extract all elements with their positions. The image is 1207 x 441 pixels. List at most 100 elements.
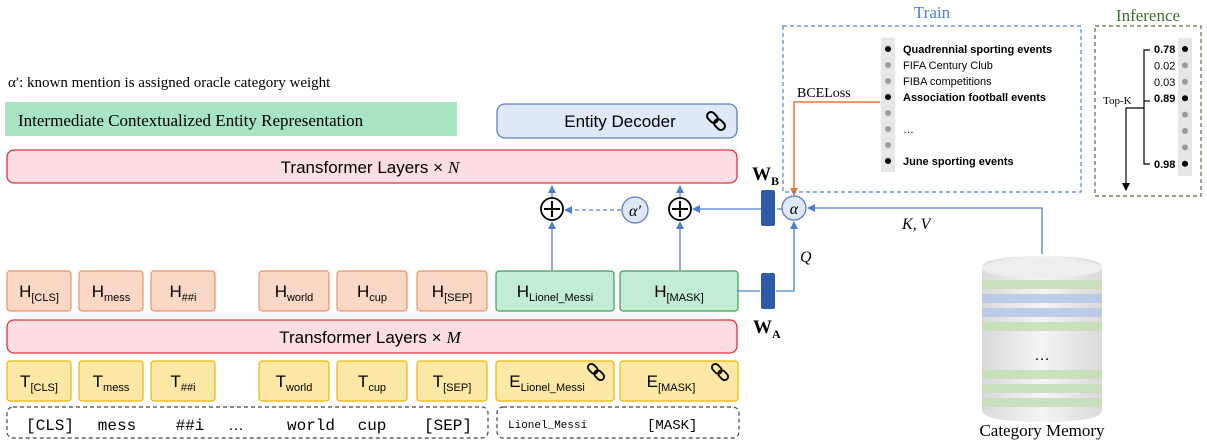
train-dot (885, 62, 891, 68)
category-memory: … (982, 256, 1102, 422)
transformer-top (6, 149, 738, 184)
input-word: world (287, 417, 335, 435)
train-dot (885, 110, 891, 116)
inference-column (1178, 38, 1192, 176)
inference-dot (1182, 144, 1188, 151)
embed-token-5: T[SEP] (416, 360, 488, 402)
input-word: cup (358, 417, 387, 435)
input-word: [CLS] (26, 417, 74, 435)
input-word: ##i (176, 417, 205, 435)
embed-token-label: Tworld (276, 372, 313, 394)
train-title: Train (914, 3, 951, 22)
input-word: [SEP] (424, 417, 472, 435)
entity-decoder-box (496, 103, 738, 139)
intermediate-legend-box (5, 102, 457, 136)
inference-score-list: 0.78 0.02 0.03 0.89 0.98 (1154, 44, 1188, 171)
hidden-token-4: Hcup (336, 270, 408, 312)
memory-ellipsis: … (1034, 347, 1050, 364)
alpha-label: α (790, 201, 799, 218)
embed-token-6: ELionel_Messi (495, 360, 615, 402)
embed-token-label: Tmess (93, 372, 130, 394)
bce-arrow (790, 101, 880, 196)
hidden-token-label: Hmess (92, 282, 131, 304)
hidden-token-label: Hworld (275, 282, 314, 304)
train-dot (885, 126, 891, 132)
entity-word-lionel: Lionel_Messi (508, 420, 588, 432)
inference-title: Inference (1116, 6, 1180, 25)
embed-token-label: T[SEP] (433, 372, 472, 394)
hidden-token-6: HLionel_Messi (495, 270, 615, 312)
inference-dot (1182, 160, 1188, 167)
train-dot (885, 46, 891, 52)
transformer-bottom (6, 319, 738, 354)
embed-token-label: T[CLS] (20, 372, 58, 394)
hidden-token-7: H[MASK] (619, 270, 739, 312)
input-word: mess (98, 417, 136, 435)
plus-node-left (540, 197, 564, 221)
hidden-token-label: H[CLS] (19, 282, 59, 304)
wb-label: WB (752, 164, 779, 188)
hidden-token-5: H[SEP] (416, 270, 488, 312)
wa-label: WA (753, 317, 781, 341)
plus-node-right (668, 197, 692, 221)
entity-decoder-label: Entity Decoder (564, 112, 676, 131)
hidden-token-row: H[CLS] Hmess H##i Hworld Hcup H[SEP] HLionel_M… (6, 270, 739, 312)
train-category: FIBA competitions (903, 76, 992, 88)
train-column (881, 38, 895, 172)
transformer-top-label: Transformer Layers ×N (281, 158, 461, 177)
wa-bar (761, 273, 775, 309)
link-icon (587, 363, 605, 381)
embed-token-7: E[MASK] (619, 360, 739, 402)
train-dot (885, 94, 891, 100)
inference-score: 0.98 (1154, 159, 1175, 171)
embed-token-label: ELionel_Messi (509, 372, 585, 394)
train-dot (885, 158, 891, 164)
alpha-prime-label: α′ (629, 203, 641, 220)
inference-dot (1182, 111, 1188, 118)
train-dot (885, 142, 891, 148)
hidden-token-2: H##i (150, 270, 216, 312)
train-dot (885, 78, 891, 84)
embed-token-1: Tmess (78, 360, 144, 402)
category-memory-label: Category Memory (979, 421, 1105, 440)
hidden-token-label: H[SEP] (432, 282, 472, 304)
hidden-token-label: Hcup (357, 282, 387, 304)
inference-box (1094, 25, 1202, 197)
topk-label: Top-K (1103, 95, 1132, 107)
link-icon (706, 111, 726, 131)
train-category: Quadrennial sporting events (903, 44, 1052, 56)
inference-dot (1182, 62, 1188, 69)
input-word: … (228, 417, 244, 434)
connector-arrows (548, 185, 1043, 292)
inference-dot (1182, 128, 1188, 134)
embed-token-0: T[CLS] (6, 360, 72, 402)
train-category: … (903, 124, 914, 136)
train-category: Association football events (903, 92, 1046, 104)
inference-score: 0.78 (1154, 44, 1175, 56)
transformer-bottom-label: Transformer Layers ×M (279, 328, 461, 347)
embed-token-label: Tcup (358, 372, 386, 394)
embed-token-3: Tworld (258, 360, 330, 402)
entity-word-mask: [MASK] (647, 418, 697, 434)
input-text-box (6, 406, 489, 439)
inference-score: 0.89 (1154, 93, 1175, 105)
topk-bracket (1122, 49, 1150, 191)
inference-score: 0.02 (1154, 60, 1175, 72)
q-label: Q (800, 249, 812, 266)
intermediate-legend-label: Intermediate Contextualized Entity Repre… (18, 111, 364, 130)
inference-score: 0.03 (1154, 77, 1175, 89)
kv-label: K, V (901, 216, 933, 233)
embed-token-label: E[MASK] (647, 372, 696, 394)
inference-dot (1182, 95, 1188, 102)
hidden-token-3: Hworld (258, 270, 330, 312)
entity-text-box (496, 406, 740, 439)
wb-bar (761, 190, 775, 226)
inference-dot (1182, 78, 1188, 85)
alpha-node (781, 195, 807, 221)
hidden-token-1: Hmess (78, 270, 144, 312)
embed-token-label: T##i (170, 372, 195, 394)
inference-dot (1182, 46, 1188, 52)
train-box (782, 25, 1082, 193)
hidden-token-0: H[CLS] (6, 270, 72, 312)
